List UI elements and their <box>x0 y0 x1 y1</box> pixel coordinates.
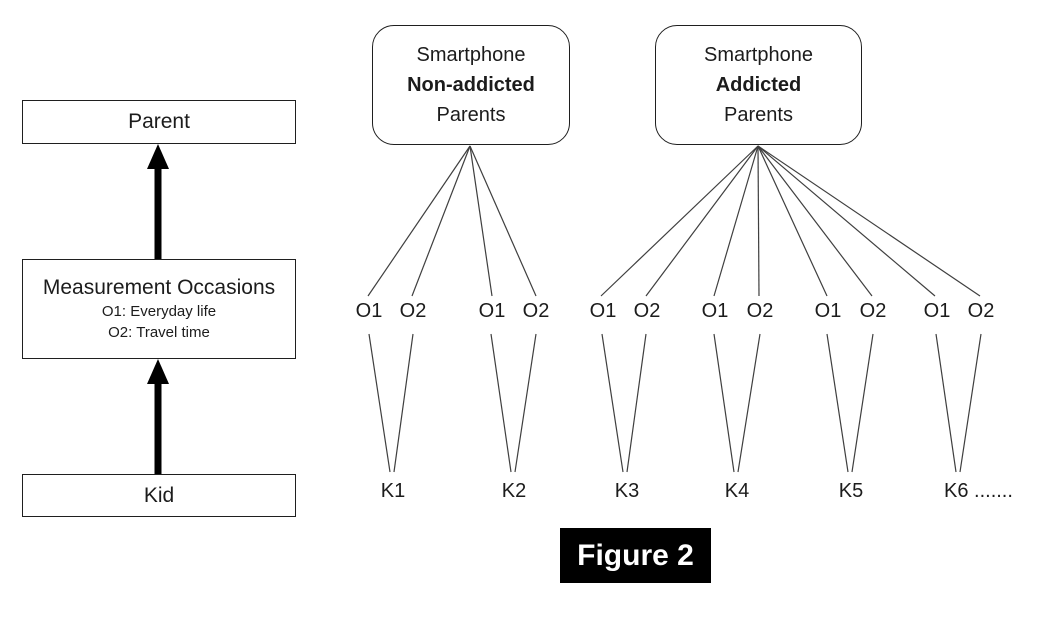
kid-to-measurement-arrow <box>147 359 169 474</box>
occasion-label: O1 <box>478 300 506 322</box>
group-box-non-addicted: Smartphone Non-addicted Parents <box>372 25 570 145</box>
group-box-addicted: Smartphone Addicted Parents <box>655 25 862 145</box>
kid-label: K4 <box>724 480 750 502</box>
kid-label: K3 <box>614 480 640 502</box>
occasion-label: O2 <box>399 300 427 322</box>
occasion-label: O1 <box>701 300 729 322</box>
figure-caption-text: Figure 2 <box>577 538 694 572</box>
non-addicted-line1: Smartphone <box>416 44 526 66</box>
measurement-occasions-box: Measurement Occasions O1: Everyday life … <box>22 259 296 359</box>
non-addicted-line3: Parents <box>436 104 506 126</box>
measurement-box-title: Measurement Occasions <box>42 276 276 299</box>
occasion-label: O2 <box>967 300 995 322</box>
occasion-label: O2 <box>633 300 661 322</box>
occasion-label: O1 <box>923 300 951 322</box>
measurement-occasion-1: O1: Everyday life <box>101 303 217 320</box>
occasion-label: O2 <box>859 300 887 322</box>
occasion-label: O1 <box>814 300 842 322</box>
parent-box: Parent <box>22 100 296 144</box>
kid-label: K5 <box>838 480 864 502</box>
measurement-to-parent-arrow <box>147 144 169 260</box>
figure-caption: Figure 2 <box>560 528 711 583</box>
addicted-fan-lines <box>600 145 981 297</box>
parent-box-label: Parent <box>128 110 190 133</box>
addicted-line1: Smartphone <box>704 44 813 66</box>
occasion-label: O1 <box>355 300 383 322</box>
kid-box-label: Kid <box>143 483 175 507</box>
kid-label: K1 <box>380 480 406 502</box>
occasion-label: O1 <box>589 300 617 322</box>
kid-label: K2 <box>501 480 527 502</box>
kid-box: Kid <box>22 474 296 517</box>
measurement-occasion-2: O2: Travel time <box>108 324 210 341</box>
addicted-line3: Parents <box>724 104 793 126</box>
occasion-to-kid-lines <box>368 333 982 473</box>
non-addicted-line2: Non-addicted <box>407 74 535 96</box>
kid-label: K6 ....... <box>944 480 1013 502</box>
occasion-label: O2 <box>522 300 550 322</box>
non-addicted-fan-lines <box>367 145 537 297</box>
occasion-label: O2 <box>746 300 774 322</box>
addicted-line2: Addicted <box>715 74 802 96</box>
